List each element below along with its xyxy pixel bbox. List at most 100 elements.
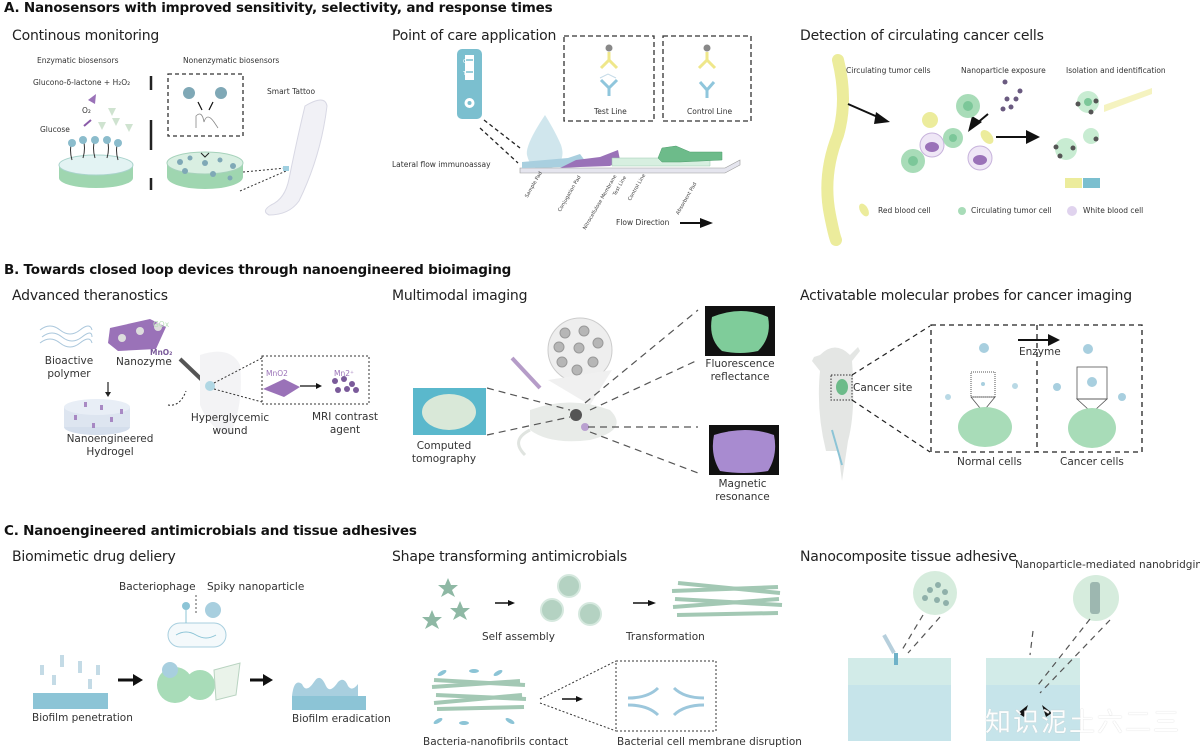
section-b-title: B. Towards closed loop devices through n…	[4, 262, 512, 278]
arrow-icon	[576, 696, 583, 702]
label-biofilm-eradication: Biofilm eradication	[292, 713, 391, 725]
sample-drop-icon	[526, 115, 563, 170]
probes-illustration	[812, 324, 1143, 481]
spiky-nanoparticle-icon	[205, 602, 221, 618]
arrow-icon	[1048, 334, 1060, 346]
nanoparticles	[1000, 79, 1023, 112]
nanofibrils	[671, 581, 783, 617]
label-glucose: Glucose	[40, 125, 70, 134]
normal-cells-cluster	[958, 407, 1012, 447]
label-normal-cells: Normal cells	[957, 456, 1022, 468]
legend-ctc-icon	[958, 207, 966, 215]
mouse-icon	[812, 347, 860, 481]
arrow-icon	[316, 383, 322, 389]
antibody-control-icon	[697, 44, 717, 98]
arrow-icon	[133, 674, 143, 686]
shape-illustration	[422, 574, 783, 732]
blood-vessel	[821, 54, 849, 246]
label-gox: GOx	[153, 320, 170, 329]
label-test-line: Test Line	[594, 107, 627, 116]
legend-rbc-icon	[859, 203, 869, 217]
legend-ctc: Circulating tumor cell	[971, 206, 1052, 215]
arrow-icon	[508, 600, 515, 606]
card-label-t: T	[463, 71, 467, 77]
antibody-test-icon	[599, 44, 619, 96]
ctc-illustration	[821, 54, 1152, 246]
label-control-line: Control Line	[687, 107, 733, 116]
arrow-icon	[105, 392, 111, 397]
label-nanofibril-contact: Bacteria-nanofibrils contact	[423, 736, 569, 748]
panel-title: Continous monitoring	[12, 28, 160, 44]
test-card-icon	[457, 49, 482, 119]
panel-title: Nanocomposite tissue adhesive	[800, 549, 1017, 565]
label-transformation: Transformation	[626, 631, 705, 643]
label-ctc-step3: Isolation and identification	[1066, 66, 1166, 75]
legend-wbc-icon	[1067, 206, 1077, 216]
nanoparticle-zoom	[913, 571, 957, 615]
label-product: Glucono-δ-lactone + H₂O₂	[33, 78, 131, 87]
label-membrane-disruption: Bacterial cell membrane disruption	[617, 736, 802, 748]
label-flow-direction: Flow Direction	[616, 218, 670, 227]
label-mno2: MnO2	[266, 369, 288, 378]
label-smart-tattoo: Smart Tattoo	[267, 87, 316, 96]
arrow-icon	[1018, 705, 1028, 717]
arm-icon	[265, 99, 328, 216]
label-lfia: Lateral flow immunoassay	[392, 160, 491, 169]
legend-wbc: White blood cell	[1083, 206, 1144, 215]
imaging-spot	[570, 409, 582, 421]
poc-illustration	[457, 35, 752, 228]
inset-box	[167, 73, 244, 137]
tattoo-patch	[283, 166, 289, 171]
arrow-icon	[874, 112, 890, 124]
foot-icon	[200, 351, 241, 435]
label-self-assembly: Self assembly	[482, 631, 555, 643]
label-nonenzymatic: Nonenzymatic biosensors	[183, 56, 280, 65]
label-ctc-step2: Nanoparticle exposure	[961, 66, 1046, 75]
syringe-icon	[882, 634, 896, 654]
panel-title: Activatable molecular probes for cancer …	[800, 288, 1132, 304]
nanoparticles	[540, 574, 602, 626]
peptide-monomers	[422, 578, 470, 629]
biofilm-base	[33, 693, 108, 709]
legend-rbc: Red blood cell	[878, 206, 931, 215]
arrow-icon	[88, 94, 96, 104]
label-biofilm-penetration: Biofilm penetration	[32, 712, 133, 724]
label-cancer-site: Cancer site	[853, 382, 913, 394]
label-enzyme: Enzyme	[1019, 346, 1061, 358]
arrow-icon	[1026, 130, 1040, 144]
inset-box	[615, 660, 717, 732]
label-ctc-step1: Circulating tumor cells	[846, 66, 931, 75]
section-a-title: A. Nanosensors with improved sensitivity…	[4, 0, 553, 16]
nanozyme-icon	[108, 319, 166, 351]
nonenzymatic-disk	[166, 151, 244, 189]
isolated-cells	[1053, 88, 1152, 188]
tumor-site	[836, 379, 848, 395]
polymer-icon	[39, 325, 93, 348]
lateral-flow-strip	[519, 145, 741, 174]
label-nanozyme: Nanozyme	[116, 356, 172, 368]
biofilm-base	[292, 696, 366, 710]
label-enzymatic: Enzymatic biosensors	[37, 56, 119, 65]
theranostics-illustration	[39, 319, 370, 435]
panel-title: Detection of circulating cancer cells	[800, 28, 1044, 44]
arrow-icon	[648, 600, 656, 606]
panel-title: Point of care application	[392, 28, 557, 44]
section-c-title: C. Nanoengineered antimicrobials and tis…	[4, 523, 417, 539]
continuous-illustration	[58, 73, 328, 216]
cell-cluster	[901, 94, 994, 173]
wound-site	[205, 381, 215, 391]
arrow-icon	[968, 116, 982, 132]
arrow-icon	[1042, 705, 1052, 717]
phage-icon	[182, 602, 190, 610]
label-o2: O₂	[82, 106, 91, 115]
syringe-icon	[510, 356, 542, 390]
card-label-c: C	[463, 59, 467, 65]
watermark: 知识泥土六二三	[985, 708, 1182, 738]
label-spiky-nanoparticle: Spiky nanoparticle	[207, 581, 305, 593]
